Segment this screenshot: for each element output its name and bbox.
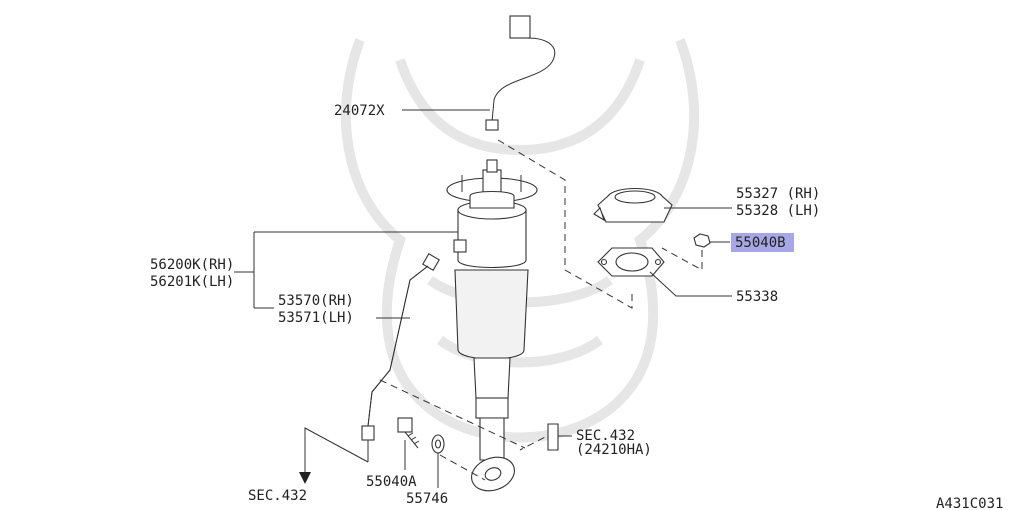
upper-cover-55327 (593, 188, 673, 223)
label-sec432-right[interactable]: SEC.432 (576, 428, 635, 444)
air-line-lower-fitting (361, 425, 375, 441)
label-56201k-lh[interactable]: 56201K(LH) (150, 274, 234, 290)
label-24210ha[interactable]: (24210HA) (576, 442, 652, 458)
dashed-guide-upper (497, 139, 633, 309)
harness-plug (485, 119, 499, 131)
label-55746[interactable]: 55746 (406, 491, 448, 507)
nut-55040b (693, 233, 711, 248)
wire-harness-24072x (485, 15, 556, 131)
label-55040a[interactable]: 55040A (366, 474, 417, 490)
shock-tube-upper (473, 357, 511, 399)
leader-sec432-left (299, 427, 369, 484)
bolt-55040a (397, 417, 420, 449)
bolt-head (397, 417, 413, 433)
harness-connector (509, 15, 531, 39)
dashed-guide-lower-left (379, 379, 526, 449)
label-sec432-left[interactable]: SEC.432 (248, 488, 307, 504)
top-nut (486, 159, 498, 173)
air-line-fitting (453, 239, 467, 253)
label-53570-rh[interactable]: 53570(RH) (278, 293, 354, 309)
lower-cylinder (454, 269, 529, 360)
figure-code: A431C031 (936, 496, 1003, 510)
label-55040b[interactable]: 55040B (735, 235, 786, 251)
nut-hex (693, 233, 711, 248)
label-53571-lh[interactable]: 53571(LH) (278, 310, 354, 326)
label-55338[interactable]: 55338 (736, 289, 778, 305)
down-arrow-icon (299, 472, 311, 484)
shock-collar (475, 397, 509, 419)
label-56200k-rh[interactable]: 56200K(RH) (150, 257, 234, 273)
air-line-53570 (361, 253, 440, 441)
dashed-guide-washer (439, 454, 486, 481)
bracket-24210ha (547, 423, 572, 451)
gasket-55338 (597, 247, 665, 277)
leader-55338 (649, 271, 732, 297)
shock-absorber-assembly (446, 159, 538, 492)
label-24072x[interactable]: 24072X (334, 103, 385, 119)
air-line-upper-fitting (422, 253, 440, 271)
shock-tube-lower (479, 417, 505, 461)
leader-56200k (234, 231, 458, 309)
label-55328-lh[interactable]: 55328 (LH) (736, 203, 820, 219)
top-stud (482, 169, 502, 193)
label-55327-rh[interactable]: 55327 (RH) (736, 186, 820, 202)
selected-part-highlight (731, 233, 794, 252)
dashed-guide-nut (661, 247, 703, 271)
